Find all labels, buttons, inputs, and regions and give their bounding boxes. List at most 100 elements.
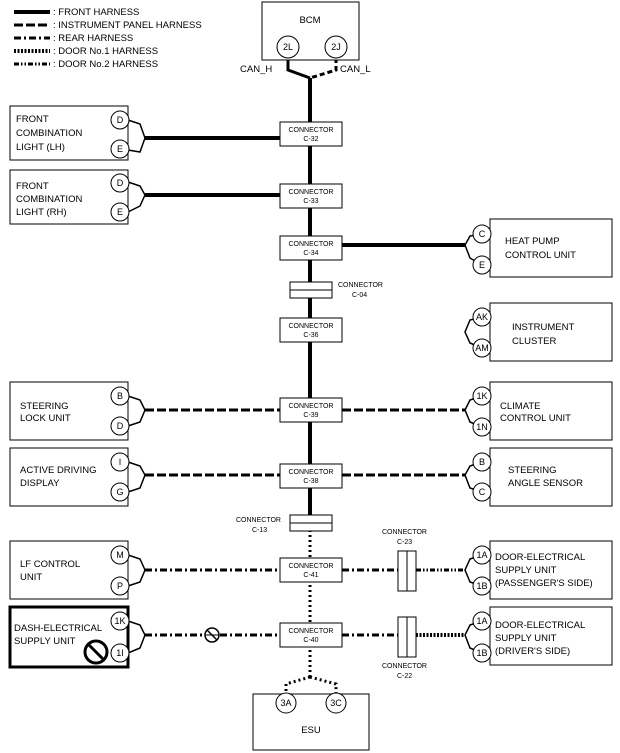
pin-active-driving-g	[110, 482, 130, 502]
bracket-dash-electrical	[127, 620, 146, 654]
bracket-front-lh	[127, 119, 146, 153]
unit-front-rh-line1: FRONT	[16, 181, 49, 192]
unit-heat-pump-line2: CONTROL UNIT	[505, 250, 576, 261]
unit-steering-lock: STEERING LOCK UNIT B D	[9, 381, 130, 441]
pin-instrument-ak-label: AK	[476, 312, 488, 322]
unit-steering-angle-line2: ANGLE SENSOR	[508, 478, 583, 489]
connector-c39: CONNECTOR C-39	[279, 397, 343, 423]
pin-front-lh-e-label: E	[117, 144, 123, 154]
pin-climate-1k-label: 1K	[476, 391, 487, 401]
connector-c41: CONNECTOR C-41	[279, 557, 343, 583]
connector-c41-id: C-41	[303, 572, 318, 579]
bcm-pin-2l	[276, 35, 300, 59]
unit-active-driving-line1: ACTIVE DRIVING	[20, 465, 97, 476]
connector-c23-id: C-23	[397, 539, 412, 546]
connector-c22-id: C-22	[397, 673, 412, 680]
bracket-active-driving	[127, 461, 146, 493]
connector-c41-label: CONNECTOR	[289, 563, 334, 570]
connector-c32: CONNECTOR C-32	[279, 121, 343, 147]
pin-door-pass-1b-label: 1B	[476, 581, 487, 591]
can-h-label: CAN_H	[240, 64, 272, 75]
legend-front-label: : FRONT HARNESS	[53, 7, 139, 18]
legend-door1-label: : DOOR No.1 HARNESS	[53, 46, 158, 57]
legend-instrument-label: : INSTRUMENT PANEL HARNESS	[53, 20, 202, 31]
bcm-pin-2j	[324, 35, 348, 59]
bcm-pin-2j-label: 2J	[331, 42, 341, 52]
connector-c36: CONNECTOR C-36	[279, 317, 343, 343]
unit-instrument-line2: CLUSTER	[512, 336, 556, 347]
pin-dash-electrical-1k-label: 1K	[114, 616, 125, 626]
connector-c32-id: C-32	[303, 136, 318, 143]
connector-c13: CONNECTOR C-13	[236, 514, 333, 534]
pin-heat-pump-e	[472, 255, 492, 275]
pin-active-driving-i-label: I	[119, 457, 122, 467]
unit-steering-lock-line1: STEERING	[20, 401, 69, 412]
connector-c36-id: C-36	[303, 332, 318, 339]
unit-door-pass-line1: DOOR-ELECTRICAL	[495, 552, 585, 563]
pin-lf-control-m	[110, 545, 130, 565]
unit-lf-control-line2: UNIT	[20, 572, 42, 583]
prohibited-icon	[83, 639, 109, 665]
connector-c40: CONNECTOR C-40	[279, 622, 343, 648]
bcm-can-l-wire	[309, 58, 338, 80]
unit-climate-line2: CONTROL UNIT	[500, 413, 571, 424]
pin-instrument-am-label: AM	[475, 343, 489, 353]
connector-c38: CONNECTOR C-38	[279, 463, 343, 489]
pin-front-rh-d	[110, 173, 130, 193]
connector-c39-id: C-39	[303, 412, 318, 419]
pin-lf-control-m-label: M	[116, 550, 124, 560]
connector-c40-id: C-40	[303, 637, 318, 644]
can-l-label: CAN_L	[340, 64, 371, 75]
connector-c13-id: C-13	[252, 527, 267, 534]
esu-label: ESU	[301, 725, 321, 736]
connector-c13-label: CONNECTOR	[236, 517, 281, 524]
pin-climate-1k	[472, 386, 492, 406]
unit-front-combination-light-rh: FRONT COMBINATION LIGHT (RH) D E	[9, 169, 130, 225]
connector-c40-label: CONNECTOR	[289, 628, 334, 635]
connector-c22: CONNECTOR C-22	[382, 616, 427, 680]
pin-front-rh-e-label: E	[117, 207, 123, 217]
pin-door-driver-1a-label: 1A	[476, 616, 487, 626]
bracket-lf-control	[127, 554, 146, 587]
connector-c04-label: CONNECTOR	[338, 282, 383, 289]
unit-instrument-line1: INSTRUMENT	[512, 322, 574, 333]
pin-lf-control-p	[110, 576, 130, 596]
connector-c04: CONNECTOR C-04	[289, 281, 383, 299]
unit-active-driving-display: ACTIVE DRIVING DISPLAY I G	[9, 447, 130, 507]
pin-lf-control-p-label: P	[117, 581, 123, 591]
pin-door-driver-1b-label: 1B	[476, 648, 487, 658]
pin-front-lh-d-label: D	[117, 115, 124, 125]
pin-climate-1n	[472, 417, 492, 437]
connector-c32-label: CONNECTOR	[289, 127, 334, 134]
unit-heat-pump-control: HEAT PUMP CONTROL UNIT C E	[472, 218, 613, 278]
legend-door2-label: : DOOR No.2 HARNESS	[53, 59, 158, 70]
connector-c34-label: CONNECTOR	[289, 241, 334, 248]
pin-heat-pump-c	[472, 224, 492, 244]
connector-c04-id: C-04	[352, 292, 367, 299]
unit-front-rh-line3: LIGHT (RH)	[16, 207, 67, 218]
pin-door-pass-1b	[472, 576, 492, 596]
connector-c33-label: CONNECTOR	[289, 189, 334, 196]
pin-heat-pump-c-label: C	[479, 229, 486, 239]
pin-steering-lock-d	[110, 416, 130, 436]
esu-pin-3a	[275, 692, 297, 714]
connector-c33: CONNECTOR C-33	[279, 183, 343, 209]
pin-heat-pump-e-label: E	[479, 260, 485, 270]
pin-front-lh-e	[110, 139, 130, 159]
legend-rear-label: : REAR HARNESS	[53, 33, 133, 44]
pin-steering-angle-b-label: B	[479, 457, 485, 467]
pin-front-rh-e	[110, 202, 130, 222]
unit-steering-angle-sensor: STEERING ANGLE SENSOR B C	[472, 447, 613, 507]
pin-instrument-ak	[472, 307, 492, 327]
unit-front-combination-light-lh: FRONT COMBINATION LIGHT (LH) D E	[9, 105, 130, 161]
pin-steering-lock-b-label: B	[117, 391, 123, 401]
connector-c33-id: C-33	[303, 198, 318, 205]
bcm-pin-2l-label: 2L	[283, 42, 293, 52]
esu-3a-wire	[284, 675, 311, 694]
bracket-steering-lock	[127, 395, 146, 427]
unit-front-rh-line2: COMBINATION	[16, 194, 82, 205]
unit-door-pass-line3: (PASSENGER'S SIDE)	[495, 578, 593, 589]
esu-pin-3a-label: 3A	[280, 698, 291, 708]
unit-door-driver-line1: DOOR-ELECTRICAL	[495, 620, 585, 631]
